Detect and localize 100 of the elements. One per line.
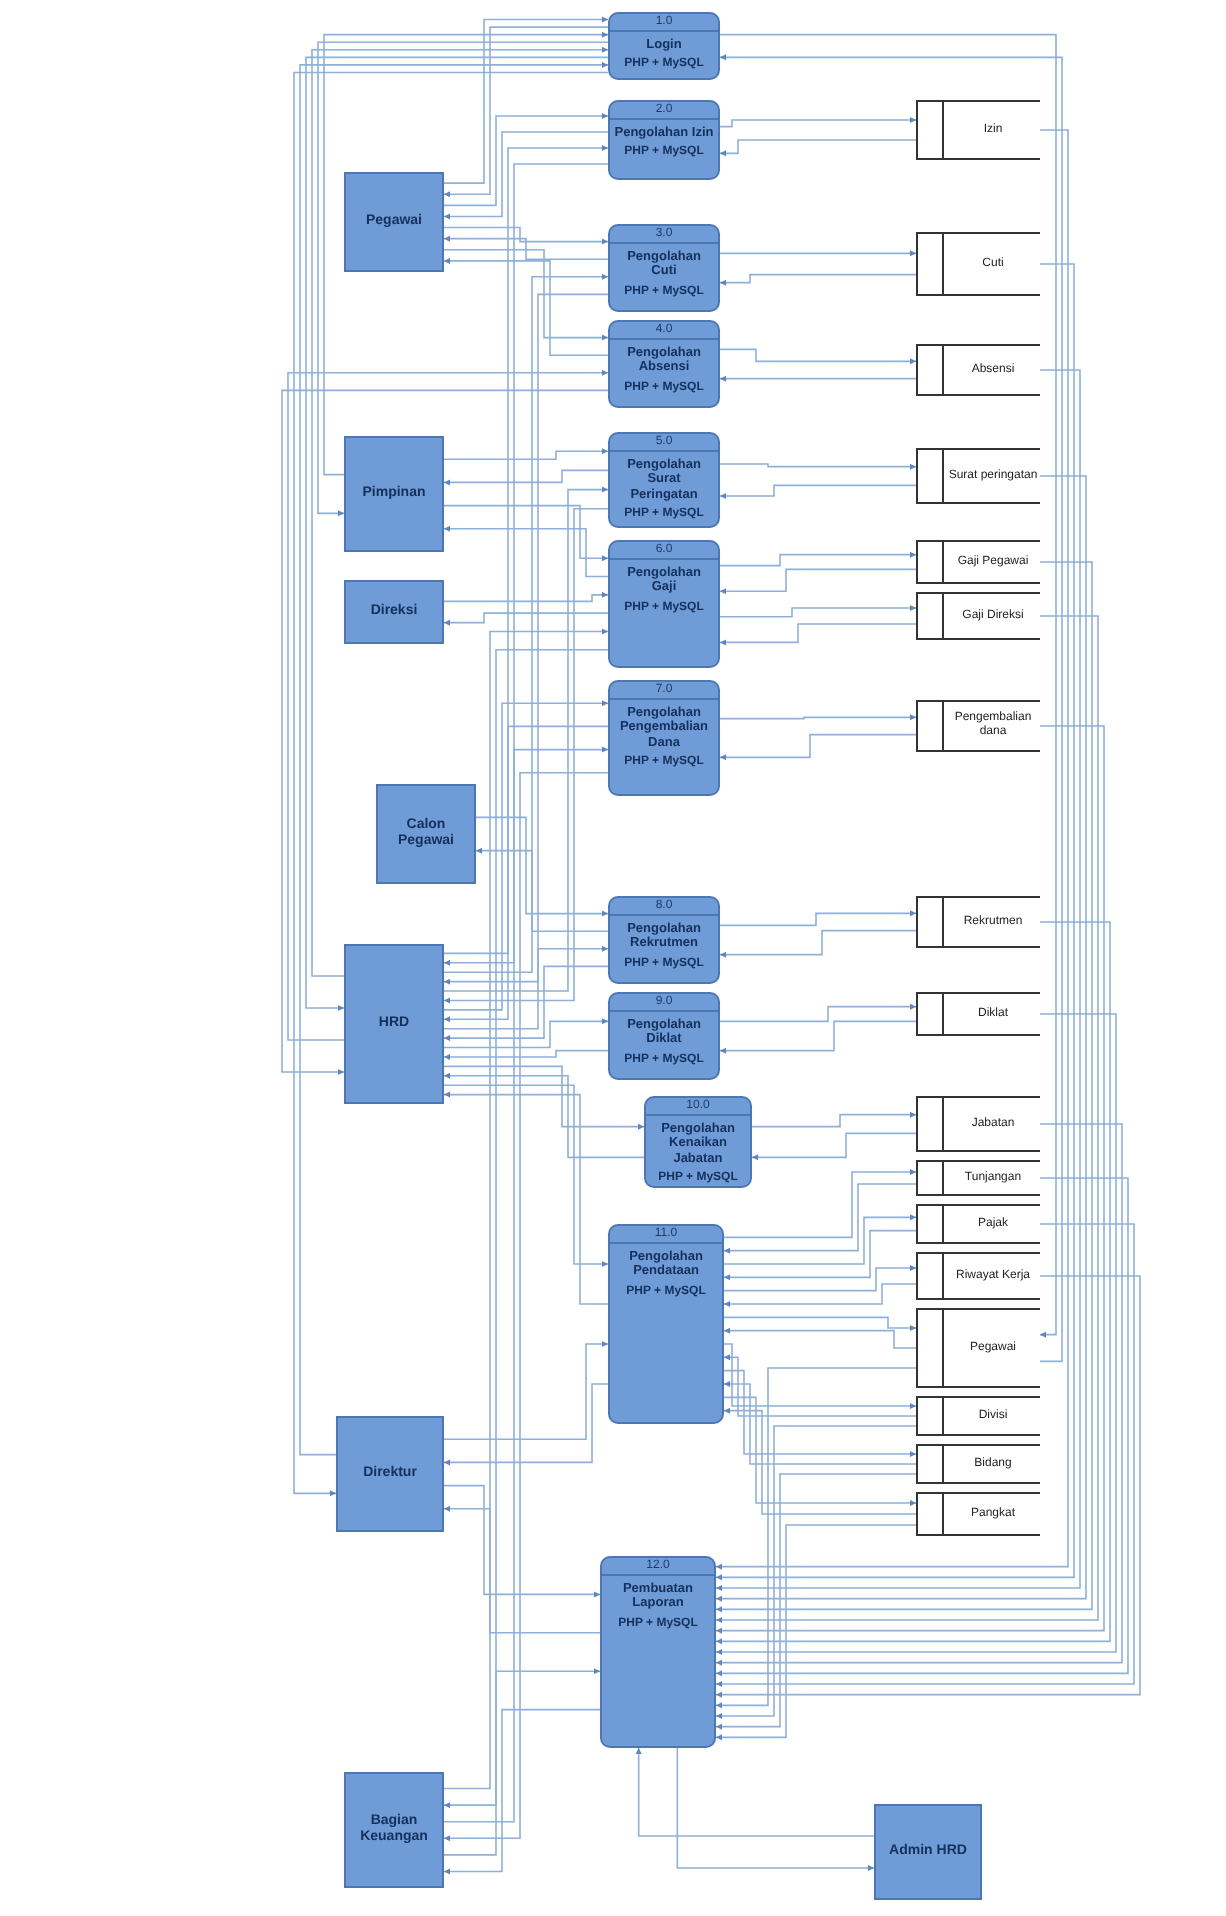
arrow (719, 348, 917, 365)
arrow (719, 139, 917, 157)
arrow (719, 714, 917, 721)
process-box (608, 1224, 724, 1424)
arrow (443, 1484, 601, 1598)
arrow (443, 945, 609, 1030)
data-store (916, 992, 1040, 1036)
arrow (443, 1049, 609, 1061)
arrow (723, 1168, 917, 1239)
arrow (723, 1214, 917, 1265)
data-store (916, 1492, 1040, 1536)
arrow (715, 1013, 1117, 1656)
arrow (443, 525, 609, 578)
process-box (608, 992, 720, 1080)
data-store (916, 1160, 1040, 1196)
arrow (719, 929, 917, 958)
arrow (475, 847, 609, 932)
arrow (443, 1091, 609, 1305)
arrow (676, 1747, 875, 1872)
data-store (916, 1308, 1040, 1388)
arrow (751, 1111, 917, 1128)
data-store (916, 700, 1040, 752)
arrow (723, 1396, 917, 1507)
entity-box (344, 580, 444, 644)
arrow (443, 131, 609, 220)
arrow (443, 591, 609, 603)
arrow (723, 1229, 917, 1281)
arrow (723, 1264, 917, 1292)
process-box (600, 1556, 716, 1748)
arrow (715, 921, 1111, 1645)
process-box (644, 1096, 752, 1188)
arrow (719, 484, 917, 500)
arrow (443, 448, 609, 460)
arrow (723, 1354, 917, 1417)
arrow (723, 1343, 917, 1410)
arrow (443, 235, 609, 260)
arrow (443, 469, 609, 486)
arrow (723, 1407, 917, 1515)
arrow (443, 1018, 609, 1049)
arrow (715, 1367, 917, 1709)
arrow (443, 257, 609, 356)
arrow (719, 116, 917, 128)
arrow (723, 1327, 917, 1349)
arrow (719, 273, 917, 286)
arrow (723, 1183, 917, 1254)
arrow (635, 1747, 875, 1837)
arrow (443, 1072, 645, 1159)
data-store (916, 344, 1040, 396)
arrow (723, 1369, 917, 1458)
data-store (916, 1204, 1040, 1244)
arrow (443, 1084, 609, 1268)
process-box (608, 432, 720, 528)
arrow (715, 1425, 917, 1720)
arrow (715, 1473, 917, 1730)
entity-box (376, 784, 476, 884)
data-store (916, 100, 1040, 160)
data-store (916, 540, 1040, 584)
data-store (916, 1444, 1040, 1484)
process-box (608, 100, 720, 180)
data-store (916, 232, 1040, 296)
arrow (443, 1708, 601, 1875)
arrow (719, 910, 917, 927)
data-store (916, 1252, 1040, 1300)
arrow (443, 504, 609, 562)
arrow (719, 1003, 917, 1023)
arrow (443, 1065, 645, 1130)
entity-box (336, 1416, 444, 1532)
arrow (443, 1668, 601, 1856)
arrow (715, 1524, 917, 1741)
arrow (443, 1340, 609, 1440)
arrow (719, 551, 917, 567)
arrow (443, 226, 609, 245)
process-box (608, 12, 720, 80)
arrow (443, 965, 609, 1042)
process-box (608, 680, 720, 796)
arrow (723, 1283, 917, 1308)
arrow (719, 375, 917, 382)
arrow (443, 249, 609, 341)
arrow (751, 1132, 917, 1161)
entity-box (874, 1804, 982, 1900)
process-box (608, 896, 720, 984)
data-store (916, 1396, 1040, 1436)
data-store (916, 592, 1040, 640)
arrow (443, 112, 609, 207)
arrow (443, 1505, 601, 1634)
data-store (916, 1096, 1040, 1152)
entity-box (344, 1772, 444, 1888)
data-store (916, 896, 1040, 948)
entity-box (344, 944, 444, 1104)
arrow (719, 250, 917, 257)
arrow (719, 604, 917, 618)
data-store (916, 448, 1040, 504)
arrow (719, 463, 917, 470)
arrow (719, 1020, 917, 1054)
entity-box (344, 172, 444, 272)
arrow (723, 1380, 917, 1465)
arrow (475, 816, 609, 917)
process-box (608, 540, 720, 668)
arrow (723, 1316, 917, 1332)
arrow (719, 733, 917, 761)
